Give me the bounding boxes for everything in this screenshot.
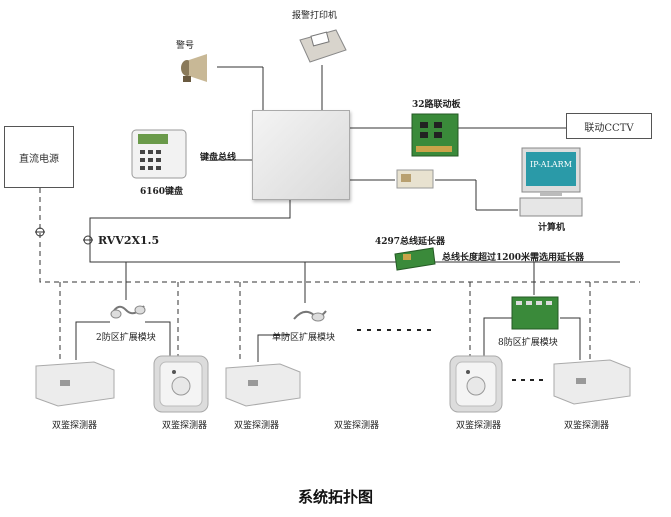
computer-label: 计算机 — [538, 223, 566, 233]
extender-note: 总线长度超过1200米需选用延长器 — [442, 253, 585, 263]
bus-extender-label: 4297总线延长器 — [375, 237, 446, 247]
detector-3-icon — [224, 360, 304, 410]
module-8zone-label: 8防区扩展模块 — [498, 338, 558, 348]
cable-label: RVV2X1.5 — [98, 234, 160, 247]
cctv-label: 联动CCTV — [584, 122, 634, 134]
keypad-bus-label: 键盘总线 — [200, 153, 237, 163]
dc-power-box: 直流电源 — [4, 126, 74, 188]
relay-board-icon — [410, 110, 460, 160]
dc-power-label: 直流电源 — [19, 153, 59, 165]
detector-3-label: 双鉴探测器 — [234, 421, 280, 431]
module-1zone-icon — [290, 303, 330, 325]
detector-5-label: 双鉴探测器 — [564, 421, 610, 431]
keypad-icon — [130, 128, 188, 180]
control-panel — [252, 110, 350, 200]
cctv-box: 联动CCTV — [566, 113, 652, 139]
module-2zone-label: 2防区扩展模块 — [96, 333, 156, 343]
module-1zone-label: 单防区扩展模块 — [272, 333, 336, 343]
detector-1-icon — [34, 358, 118, 410]
detector-4-icon — [448, 354, 504, 414]
detector-mid-label: 双鉴探测器 — [334, 421, 380, 431]
module-8zone-icon — [510, 295, 560, 331]
printer-label: 报警打印机 — [292, 11, 338, 21]
diagram-caption: 系统拓扑图 — [297, 488, 373, 506]
relay-board-label: 32路联动板 — [412, 100, 461, 110]
detector-2-label: 双鉴探测器 — [162, 421, 208, 431]
detector-5-icon — [552, 356, 634, 408]
detector-1-label: 双鉴探测器 — [52, 421, 98, 431]
interface-module-icon — [395, 166, 435, 192]
computer-icon — [518, 146, 584, 218]
siren-icon — [175, 52, 211, 84]
detector-4-label: 双鉴探测器 — [456, 421, 502, 431]
module-2zone-icon — [108, 300, 148, 322]
siren-label: 警号 — [176, 41, 195, 51]
printer-icon — [296, 24, 348, 66]
detector-2-icon — [152, 354, 210, 414]
keypad-label: 6160键盘 — [140, 187, 184, 197]
computer-screen-text: IP-ALARM — [530, 160, 572, 169]
bus-extender-icon — [393, 246, 437, 272]
